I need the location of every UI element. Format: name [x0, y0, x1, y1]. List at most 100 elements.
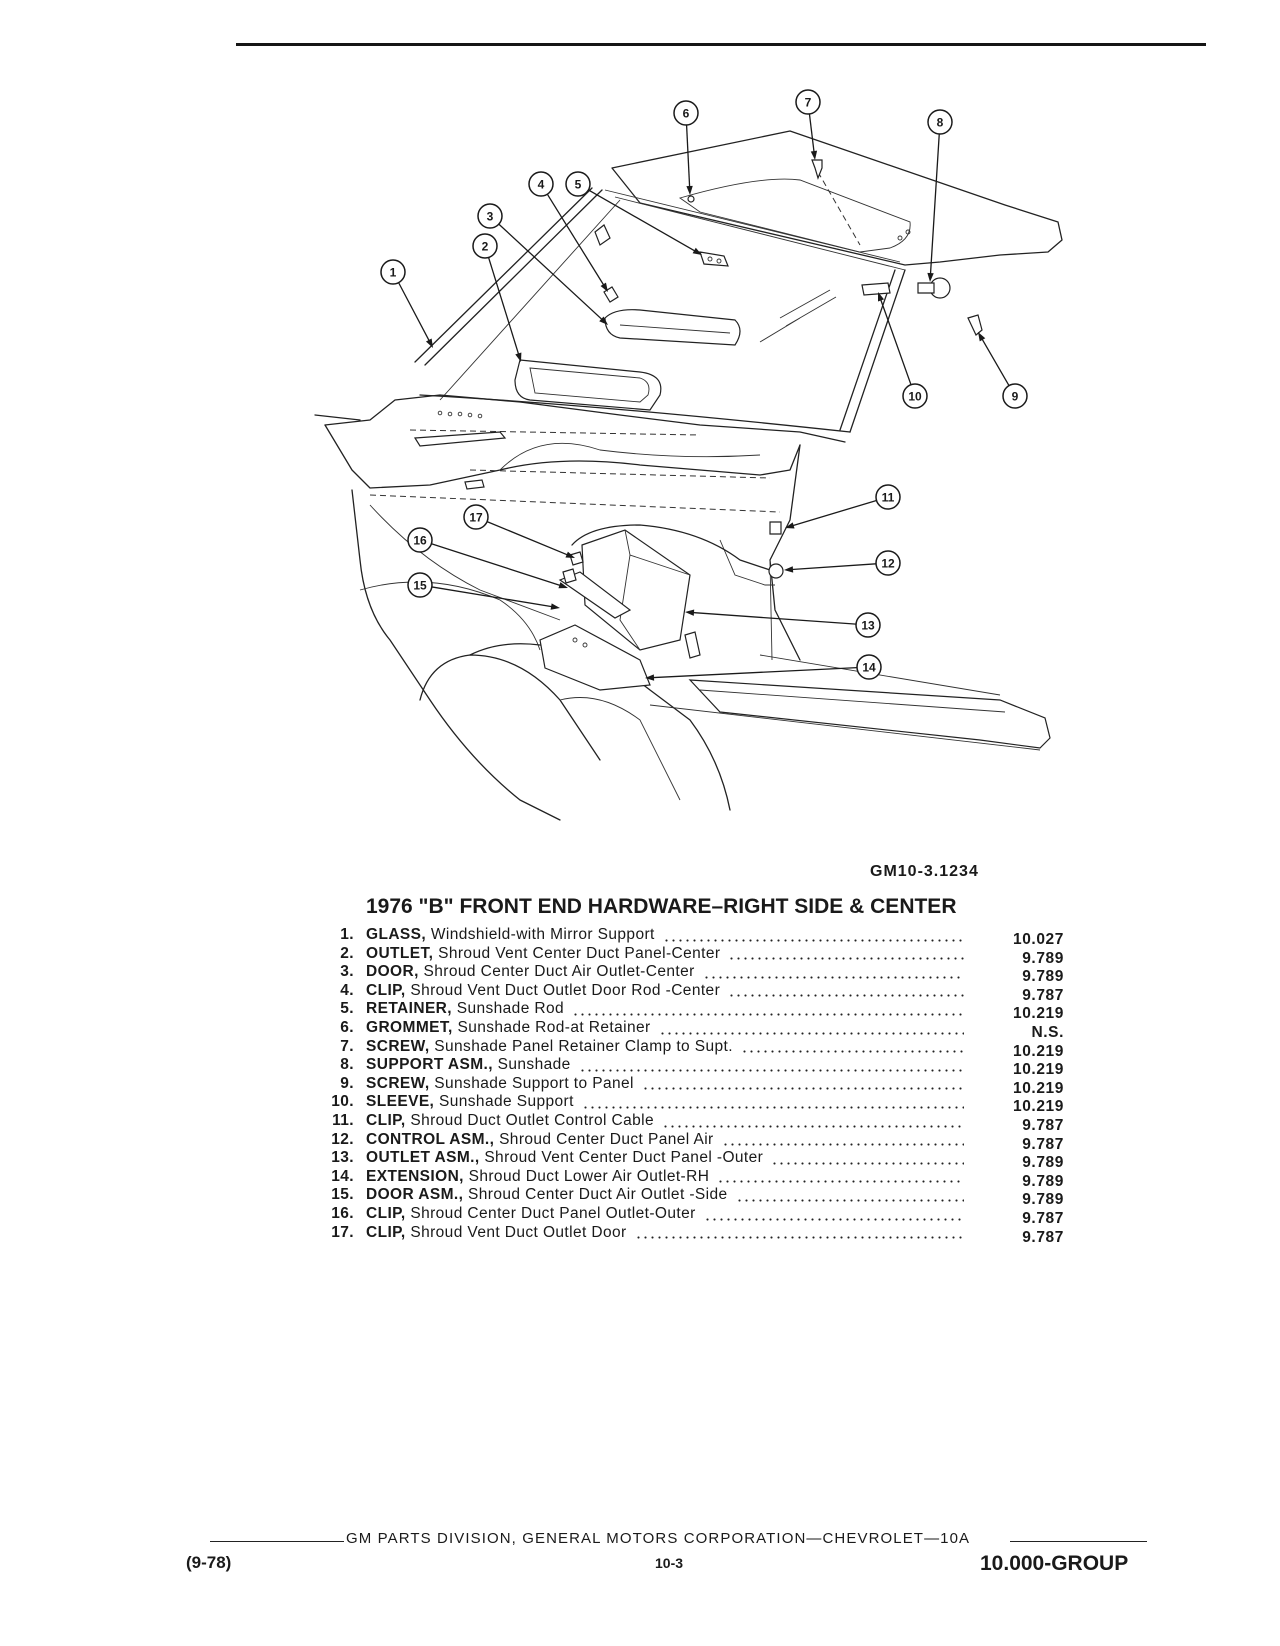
callout-number: 14: [862, 660, 876, 674]
part-name: GROMMET, Sunshade Rod-at Retainer: [366, 1019, 651, 1037]
footer-rule-right: [1010, 1541, 1147, 1542]
leader-line: [929, 133, 940, 277]
callout-2: 2: [472, 233, 522, 362]
support-sleeve: [917, 282, 935, 294]
dot-leader: [735, 1198, 964, 1202]
callout-circle: [463, 504, 489, 530]
air-duct-components: [539, 521, 784, 691]
dot-leader: [728, 957, 964, 961]
part-number: 6.: [340, 1018, 354, 1036]
part-number: 4.: [340, 981, 354, 999]
leader-line: [487, 257, 520, 357]
leader-line: [808, 113, 815, 155]
leader-arrow: [878, 292, 885, 302]
part-number: 1.: [340, 926, 354, 943]
leader-line: [588, 189, 698, 253]
group-reference: 9.787: [1022, 986, 1064, 1004]
lower-outlet-extension: [539, 624, 651, 691]
windshield-left-edge: [414, 187, 603, 366]
callout-number: 9: [1012, 389, 1019, 403]
callout-15: 15: [407, 572, 560, 610]
dash-hole: [467, 412, 473, 418]
group-reference: 9.789: [1022, 1154, 1064, 1172]
sunshade-retainer: [699, 251, 729, 267]
part-name: DOOR ASM., Shroud Center Duct Air Outlet…: [366, 1186, 728, 1204]
group-reference: 9.789: [1022, 1191, 1064, 1209]
callout-number: 11: [882, 490, 895, 504]
part-type: OUTLET ASM.,: [366, 1149, 480, 1167]
page-number: 10-3: [655, 1555, 684, 1571]
windshield-right-edge: [839, 269, 906, 433]
roof-panel: [604, 130, 1063, 271]
leader-arrow: [600, 282, 608, 292]
part-type: OUTLET,: [366, 944, 434, 962]
part-name: CLIP, Shroud Duct Outlet Control Cable: [366, 1112, 654, 1130]
callout-number: 16: [413, 533, 427, 547]
part-name: CLIP, Shroud Vent Duct Outlet Door: [366, 1224, 627, 1242]
callout-number: 3: [487, 209, 494, 223]
group-number: 10.000-GROUP: [980, 1552, 1129, 1575]
part-description: Shroud Vent Center Duct Panel -Outer: [484, 1149, 764, 1167]
part-number: 15.: [331, 1186, 354, 1204]
dash-lower-edge: [314, 414, 801, 489]
mirror-support: [594, 224, 611, 246]
extension-hole: [582, 642, 588, 648]
leader-line: [431, 586, 555, 608]
callout-circle: [1002, 383, 1028, 409]
group-reference: 10.219: [1012, 1005, 1064, 1023]
part-type: CONTROL ASM.,: [366, 1130, 495, 1148]
callout-circle: [856, 654, 882, 680]
group-reference: 9.787: [1022, 1228, 1064, 1246]
part-description: Sunshade Support: [439, 1093, 574, 1111]
callout-1: 1: [380, 259, 433, 348]
part-number: 12.: [331, 1130, 354, 1148]
dot-leader: [658, 1031, 964, 1035]
leader-arrow: [550, 603, 560, 610]
part-name: SLEEVE, Sunshade Support: [366, 1093, 574, 1111]
dash-hole: [477, 413, 483, 419]
group-reference: 10.027: [1012, 931, 1064, 948]
dot-leader: [641, 1087, 964, 1091]
instrument-panel: [314, 359, 846, 513]
part-name: CONTROL ASM., Shroud Center Duct Panel A…: [366, 1131, 714, 1149]
leader-arrow: [785, 522, 795, 529]
callout-number: 13: [861, 618, 875, 632]
dot-leader: [703, 1217, 964, 1221]
callout-8: 8: [927, 109, 953, 282]
leader-line: [486, 520, 570, 557]
illustration-code: GM10-3.1234: [870, 863, 979, 880]
leader-arrow: [558, 582, 568, 589]
callout-10: 10: [878, 292, 928, 409]
callout-circle: [673, 100, 699, 126]
part-description: Shroud Center Duct Air Outlet -Side: [468, 1186, 728, 1204]
part-row: 3.DOOR, Shroud Center Duct Air Outlet-Ce…: [308, 963, 1064, 985]
part-description: Sunshade Rod: [456, 1000, 565, 1018]
callout-number: 1: [390, 265, 397, 279]
leader-line: [650, 666, 858, 679]
sunshade-door: [604, 309, 741, 346]
group-reference: 9.789: [1022, 949, 1064, 967]
part-type: SCREW,: [366, 1037, 430, 1055]
part-description: Shroud Duct Lower Air Outlet-RH: [468, 1167, 710, 1185]
part-name: SCREW, Sunshade Support to Panel: [366, 1075, 634, 1093]
part-name: DOOR, Shroud Center Duct Air Outlet-Cent…: [366, 963, 695, 981]
dash-small-bracket: [464, 479, 485, 490]
extension-hole: [572, 637, 578, 643]
grommet: [687, 195, 695, 203]
section-title: 1976 "B" FRONT END HARDWARE–RIGHT SIDE &…: [366, 895, 957, 918]
leader-line: [431, 543, 563, 587]
control-cable: [571, 524, 771, 571]
callout-number: 12: [881, 556, 895, 570]
part-description: Shroud Vent Center Duct Panel-Center: [438, 944, 721, 962]
part-description: Shroud Vent Duct Outlet Door: [410, 1223, 627, 1241]
dash-top: [324, 394, 846, 443]
duct-outlet-inner: [529, 367, 650, 403]
part-type: CLIP,: [366, 1223, 406, 1241]
dot-leader: [634, 1236, 964, 1240]
footer-date: (9-78): [186, 1553, 232, 1572]
dot-leader: [771, 1161, 964, 1165]
leader-arrow: [784, 566, 794, 573]
